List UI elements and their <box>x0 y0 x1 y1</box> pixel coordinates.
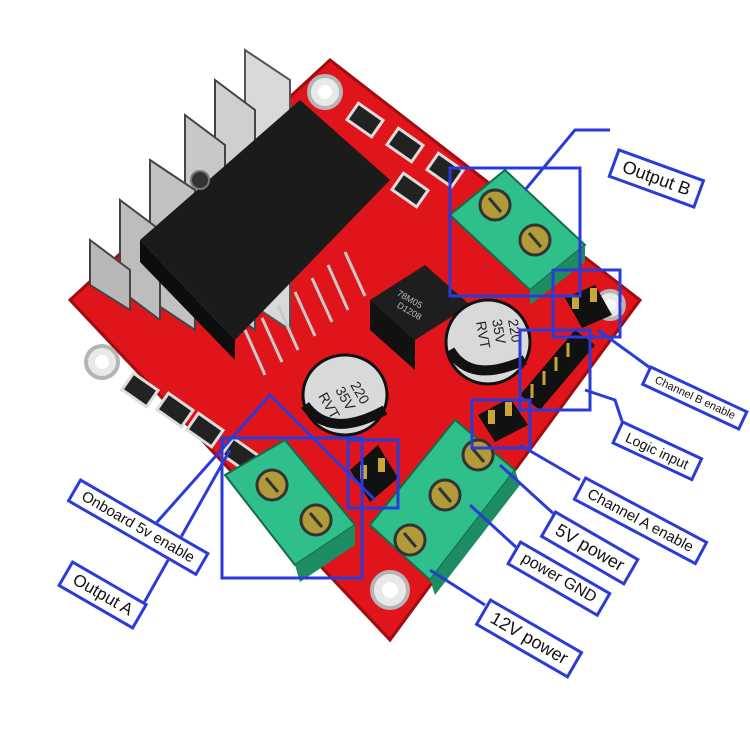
smd-diodes-top <box>344 101 466 209</box>
callout-boxes <box>220 166 622 580</box>
cap-right-text-3: RVT <box>473 320 494 351</box>
jumper-channel-a <box>478 398 528 442</box>
terminal-output-b <box>448 168 587 305</box>
voltage-regulator: 78M05 D1208 <box>370 265 470 370</box>
driver-ic-pins <box>243 251 367 376</box>
terminal-power <box>368 418 520 595</box>
smd-diodes-left <box>119 371 261 474</box>
capacitor-left: 220 35V RVT <box>300 353 389 437</box>
capacitor-right: 220 35V RVT <box>444 298 532 386</box>
cap-right-text-2: 35V <box>489 318 509 346</box>
terminal-output-a <box>223 438 357 582</box>
pin-header-logic <box>520 330 595 410</box>
